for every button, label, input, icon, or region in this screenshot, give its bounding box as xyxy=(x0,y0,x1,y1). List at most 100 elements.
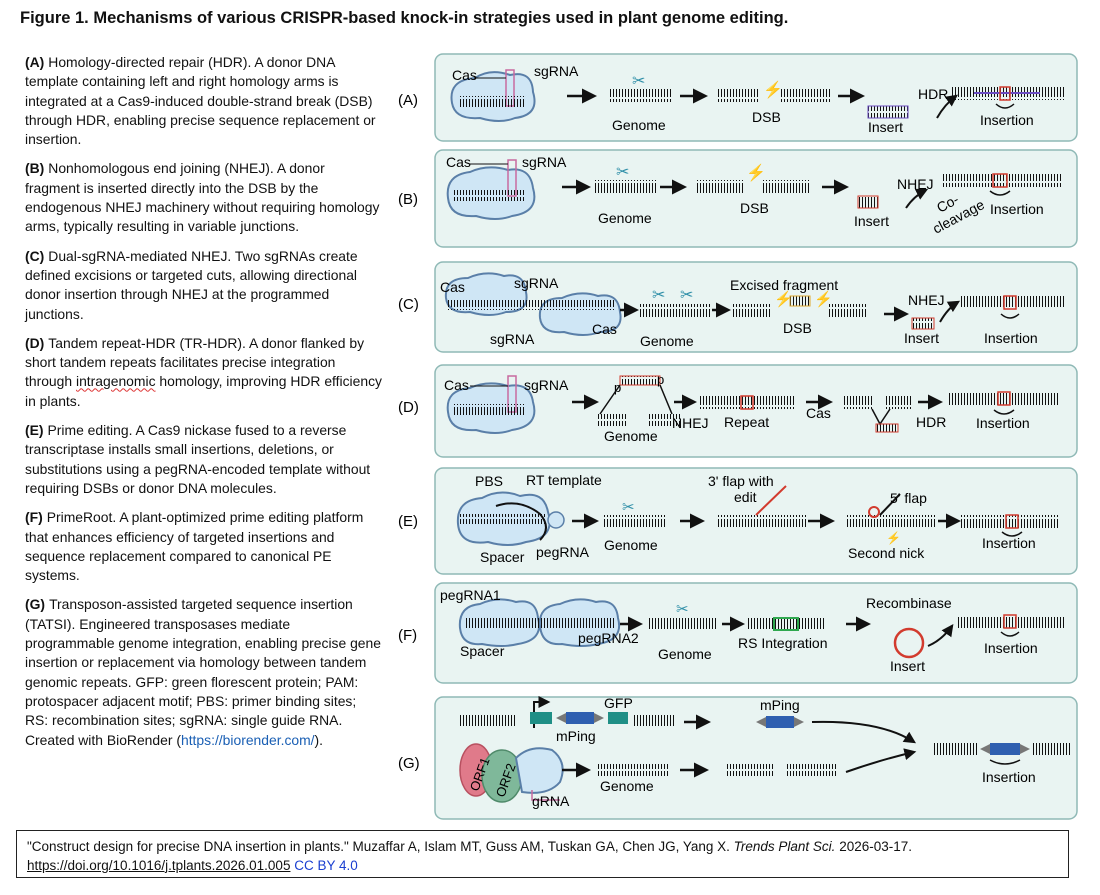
description-g: (G)Transposon-assisted targeted sequence… xyxy=(25,595,383,749)
rs-site xyxy=(773,617,799,631)
grna-strand xyxy=(531,790,560,801)
license-link[interactable]: CC BY 4.0 xyxy=(294,857,358,873)
bracket xyxy=(989,759,1021,765)
bracket xyxy=(1000,631,1020,637)
sgrna-label: sgRNA xyxy=(534,63,579,79)
genome-label: Genome xyxy=(604,537,658,553)
mping-element xyxy=(990,743,1020,755)
nhej-label: NHEJ xyxy=(897,176,934,192)
genome-label: Genome xyxy=(612,117,666,133)
insertion-label: Insertion xyxy=(982,769,1036,785)
genome-dna xyxy=(846,515,936,527)
panel-g: (G) GFP mPing mPing ORF1 ORF2 gRNA Genom… xyxy=(398,695,1078,820)
cas-label: Cas xyxy=(452,67,477,83)
insert-label: Insert xyxy=(890,658,925,674)
flap-loop xyxy=(868,506,880,518)
bracket xyxy=(993,409,1015,415)
cas-label: Cas xyxy=(440,279,465,295)
insert-label: Insert xyxy=(868,119,903,135)
curved-arrow xyxy=(905,188,929,209)
dna-left xyxy=(842,396,872,409)
description-text: Prime editing. A Cas9 nickase fused to a… xyxy=(25,422,371,496)
dna-bound xyxy=(460,514,546,524)
insertion-label: Insertion xyxy=(980,112,1034,128)
insert-label: Insert xyxy=(854,213,889,229)
genome-dna xyxy=(604,515,666,527)
insertion-label: Insertion xyxy=(990,201,1044,217)
cas-label: Cas xyxy=(806,405,831,421)
insert-region xyxy=(999,86,1011,101)
curved-arrow xyxy=(927,624,954,647)
donor-dna xyxy=(619,375,661,386)
dsb-label: DSB xyxy=(783,320,812,336)
genome-dna xyxy=(716,515,806,527)
cas-label: Cas xyxy=(444,377,469,393)
lightning-icon: ⚡ xyxy=(814,290,833,308)
recombinase-label: Recombinase xyxy=(866,595,952,611)
lightning-icon: ⚡ xyxy=(746,163,766,182)
panel-f: (F) pegRNA1 Spacer pegRNA2 ✂ Genome RS I… xyxy=(398,582,1078,684)
dna-right xyxy=(763,180,811,193)
description-label: (F) xyxy=(25,509,43,526)
doi-link[interactable]: https://doi.org/10.1016/j.tplants.2026.0… xyxy=(27,857,291,873)
dna-left xyxy=(732,304,772,317)
panel-c: (C) Cas sgRNA sgRNA Cas ✂ ✂ Genome ⚡ ⚡ E… xyxy=(398,261,1078,353)
rt-enzyme xyxy=(547,511,565,529)
insert-label: Insert xyxy=(904,330,939,346)
panel-g-box xyxy=(434,696,1078,820)
flap3-label: 3' flap with xyxy=(708,473,774,489)
bracket xyxy=(1000,313,1020,319)
insert-region xyxy=(740,395,754,410)
sgrna-label: sgRNA xyxy=(514,275,559,291)
genome-dna xyxy=(594,180,656,193)
description-a: (A)Homology-directed repair (HDR). A don… xyxy=(25,53,383,149)
genome-dna xyxy=(648,414,682,426)
five-prime-flap xyxy=(879,493,901,516)
panel-a-label: (A) xyxy=(398,92,418,109)
description-c: (C)Dual-sgRNA-mediated NHEJ. Two sgRNAs … xyxy=(25,247,383,324)
citation-date: 2026-03-17. xyxy=(835,839,912,854)
mping-element xyxy=(766,716,794,728)
tir-right xyxy=(794,717,804,727)
insert-dna xyxy=(911,317,935,330)
tir-right xyxy=(1020,744,1030,754)
flap5-label: 5' flap xyxy=(890,490,927,506)
dna-right xyxy=(886,396,912,409)
bracket xyxy=(995,103,1015,109)
lightning-icon: ⚡ xyxy=(886,531,901,545)
scissors-icon: ✂ xyxy=(622,499,635,516)
circular-insert xyxy=(893,627,925,659)
bracket xyxy=(989,190,1011,196)
dna-right xyxy=(780,89,830,102)
panel-b-box xyxy=(434,149,1078,248)
biorender-link[interactable]: https://biorender.com/ xyxy=(180,731,315,748)
dna-bound xyxy=(466,618,614,628)
panel-d: (D) Cas sgRNA p p Genome NHEJ Repeat Cas… xyxy=(398,364,1078,458)
scissors-icon: ✂ xyxy=(652,287,665,304)
lightning-icon: ⚡ xyxy=(774,290,793,308)
tir-left xyxy=(756,717,766,727)
rs-dna xyxy=(746,618,826,630)
flap3-label: edit xyxy=(734,489,757,505)
sgrna-label: sgRNA xyxy=(490,331,535,347)
description-e: (E)Prime editing. A Cas9 nickase fused t… xyxy=(25,421,383,498)
mping-label: mPing xyxy=(760,697,800,713)
description-label: (C) xyxy=(25,247,45,264)
ssdna-loop xyxy=(599,384,673,415)
insert-region xyxy=(992,173,1008,188)
tir-left xyxy=(980,744,990,754)
dna-bound xyxy=(446,300,616,310)
dsb-label: DSB xyxy=(740,200,769,216)
rt-template-label: RT template xyxy=(526,472,602,488)
description-label: (E) xyxy=(25,422,44,439)
cas-label: Cas xyxy=(592,321,617,337)
genome-dna xyxy=(610,89,672,102)
scissors-icon: ✂ xyxy=(616,164,629,181)
insert-dna xyxy=(857,195,879,209)
excised-fragment xyxy=(789,295,811,307)
curved-arrow xyxy=(845,748,917,773)
loop-insert xyxy=(875,423,899,433)
insert-region xyxy=(1003,295,1017,310)
hdr-label: HDR xyxy=(918,86,948,102)
